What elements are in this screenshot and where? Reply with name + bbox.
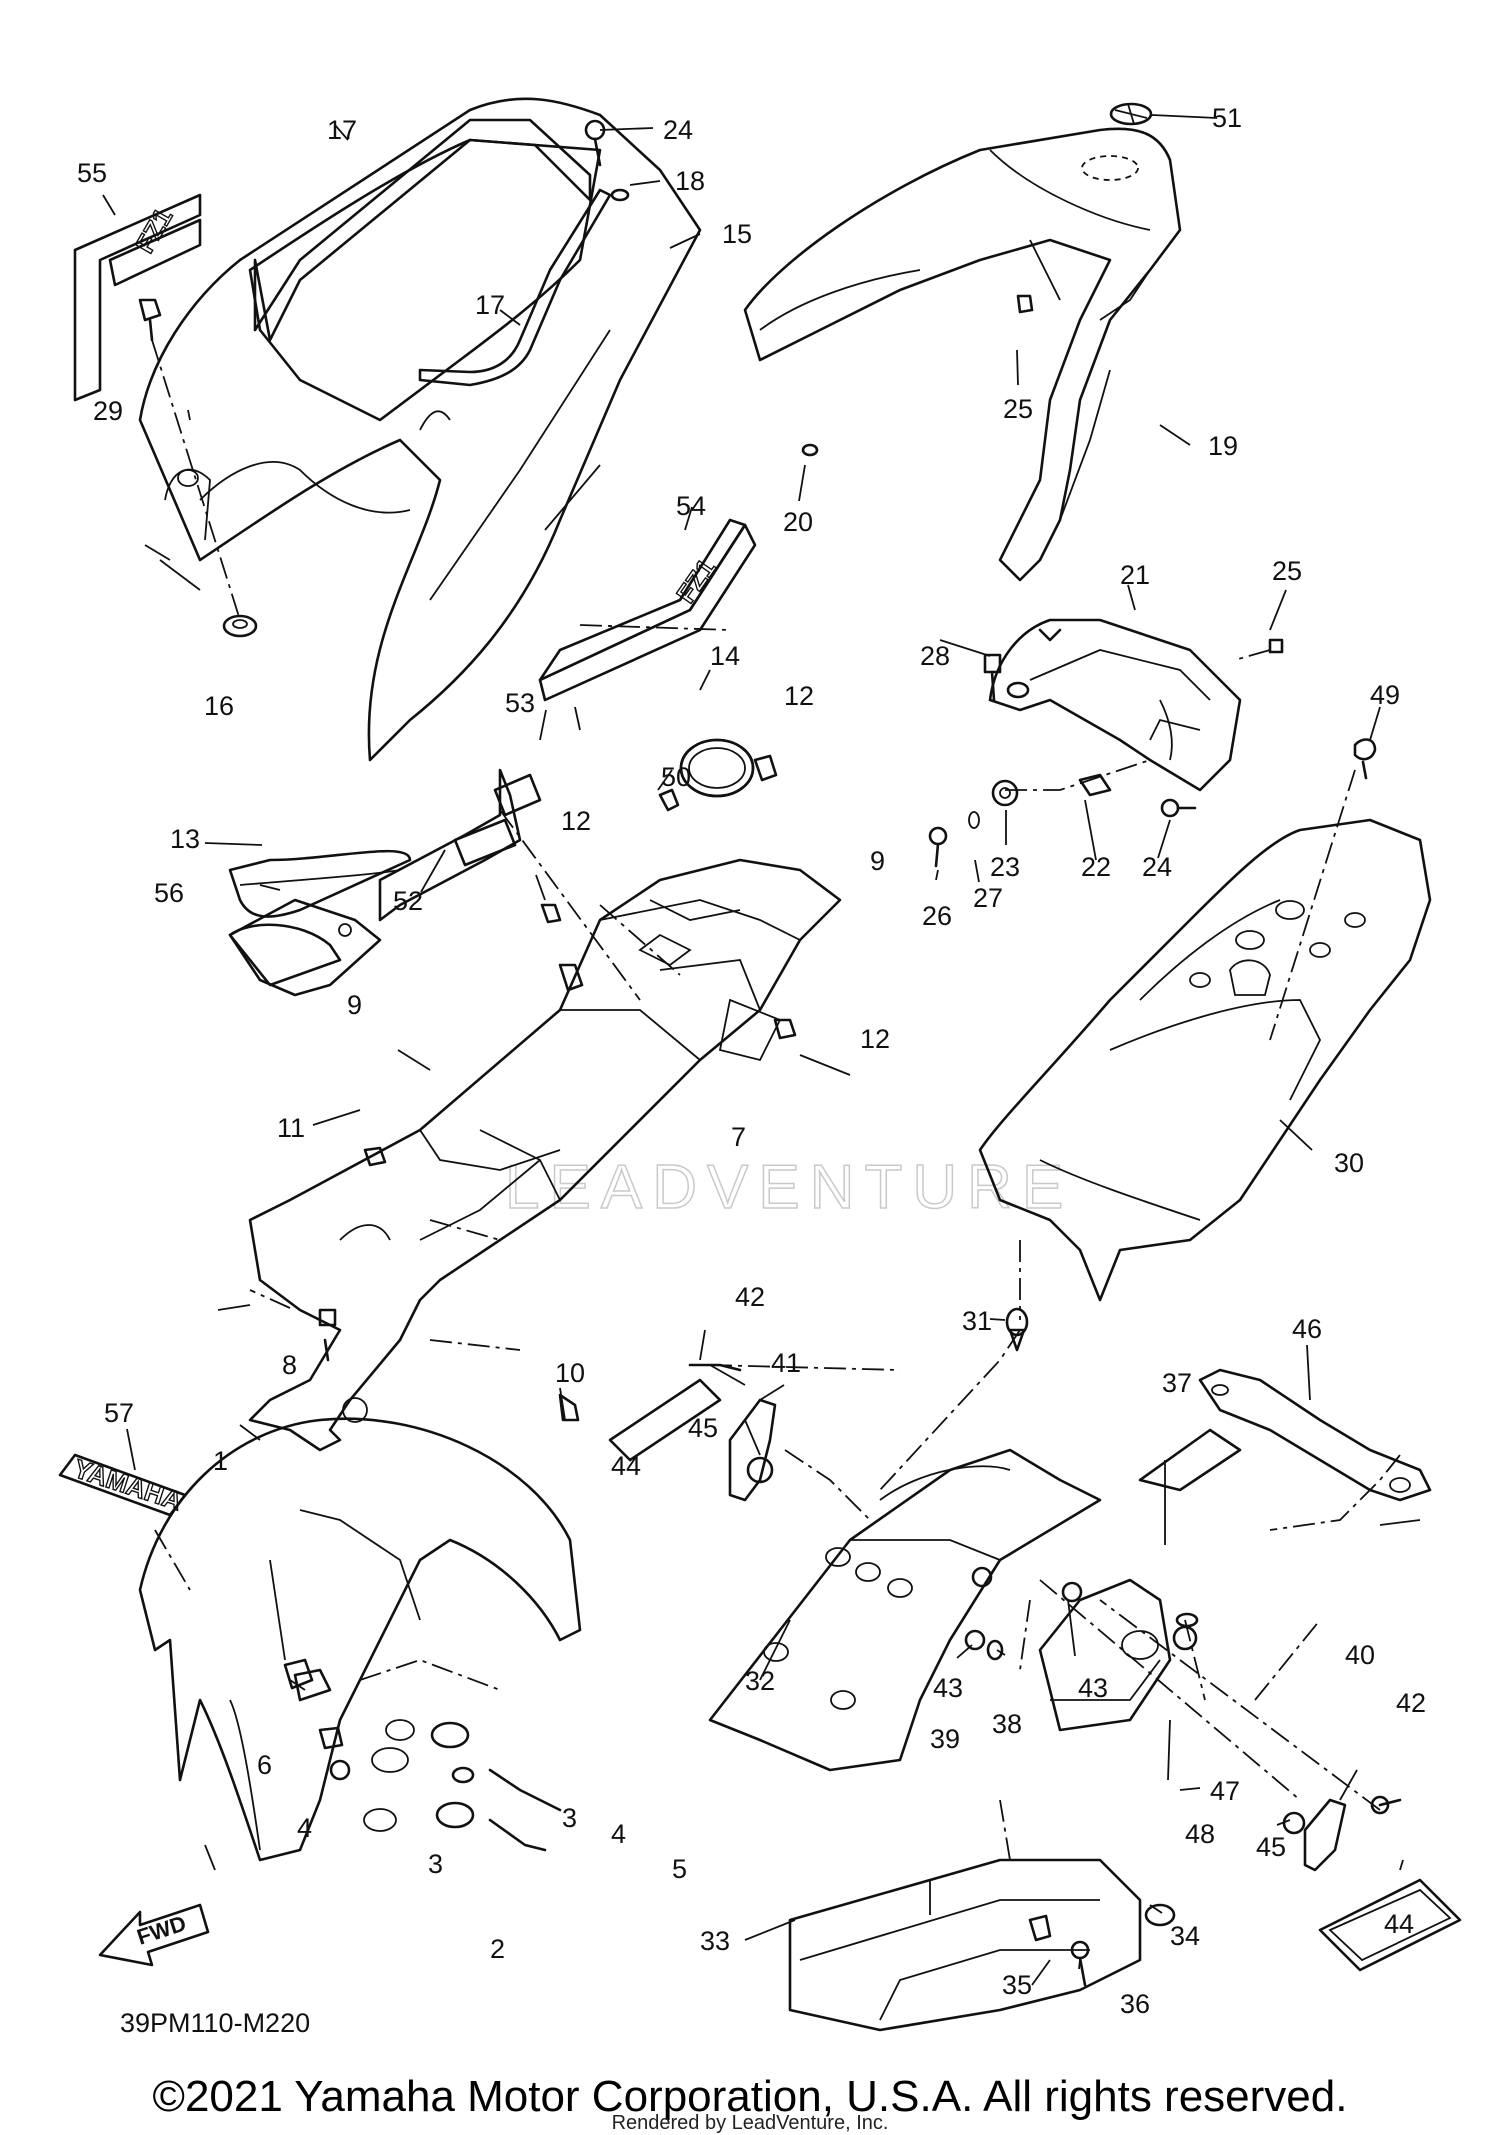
part-front-fender xyxy=(138,1417,582,1862)
callout-31: 31 xyxy=(962,1306,992,1336)
rendered-by-credit: Rendered by LeadVenture, Inc. xyxy=(611,2112,889,2134)
callout-9a: 9 xyxy=(870,846,885,876)
part-seal-strips xyxy=(253,118,612,387)
callout-41: 41 xyxy=(771,1348,801,1378)
callout-17b: 17 xyxy=(475,290,505,320)
part-license-stay xyxy=(1198,1368,1432,1502)
callout-43b: 43 xyxy=(1078,1673,1108,1703)
callout-9b: 9 xyxy=(347,990,362,1020)
assembly-guide-lines xyxy=(151,339,1401,1861)
callout-44a: 44 xyxy=(611,1451,641,1481)
callout-11: 11 xyxy=(277,1113,305,1143)
callout-34: 34 xyxy=(1170,1921,1200,1951)
callout-21: 21 xyxy=(1120,560,1150,590)
callout-45b: 45 xyxy=(1256,1832,1286,1862)
callout-25b: 25 xyxy=(1272,556,1302,586)
callout-38: 38 xyxy=(992,1709,1022,1739)
callout-28: 28 xyxy=(920,641,950,671)
callout-46: 46 xyxy=(1292,1314,1322,1344)
decal-fz1-text-left: FZ1 xyxy=(129,203,178,258)
callout-leaders xyxy=(102,114,1421,1986)
callout-49: 49 xyxy=(1370,680,1400,710)
part-tail-bracket xyxy=(928,618,1377,868)
callout-12b: 12 xyxy=(561,806,591,836)
callout-4b: 4 xyxy=(611,1819,626,1849)
part-reflector-stays xyxy=(728,1398,1347,1872)
callout-30: 30 xyxy=(1334,1148,1364,1178)
callout-4a: 4 xyxy=(297,1813,312,1843)
callout-56: 56 xyxy=(154,878,184,908)
callout-10: 10 xyxy=(555,1358,585,1388)
callout-17a: 17 xyxy=(327,115,357,145)
callout-23: 23 xyxy=(990,852,1020,882)
watermark-text: LEADVENTURE xyxy=(505,1153,1073,1222)
callout-26: 26 xyxy=(922,901,952,931)
callout-42b: 42 xyxy=(1396,1688,1426,1718)
callout-45a: 45 xyxy=(688,1413,718,1443)
part-decal-left: FZ1 xyxy=(73,193,202,402)
callout-24b: 24 xyxy=(663,115,693,145)
callout-43a: 43 xyxy=(933,1673,963,1703)
callout-25a: 25 xyxy=(1003,394,1033,424)
callout-50: 50 xyxy=(661,762,691,792)
callout-20: 20 xyxy=(783,507,813,537)
part-decal-right: FZ1 xyxy=(538,518,757,702)
fwd-label: FWD xyxy=(134,1910,189,1949)
callout-19: 19 xyxy=(1208,431,1238,461)
part-decal-yamaha: YAMAHA xyxy=(58,1452,187,1517)
callout-35: 35 xyxy=(1002,1970,1032,2000)
callout-12c: 12 xyxy=(860,1024,890,1054)
part-front-fender-fasteners xyxy=(283,1658,562,1852)
callout-36: 36 xyxy=(1120,1989,1150,2019)
callout-15: 15 xyxy=(722,219,752,249)
callout-3a: 3 xyxy=(562,1803,577,1833)
callout-27: 27 xyxy=(973,883,1003,913)
callout-29: 29 xyxy=(93,396,123,426)
part-cover-56 xyxy=(228,898,382,997)
part-misc-small xyxy=(453,738,755,867)
part-undertray xyxy=(978,818,1432,1352)
part-side-cover xyxy=(138,97,702,762)
callout-18: 18 xyxy=(675,166,705,196)
callout-53: 53 xyxy=(505,688,535,718)
callout-24a: 24 xyxy=(1142,852,1172,882)
callout-39: 39 xyxy=(930,1724,960,1754)
callout-14: 14 xyxy=(710,641,740,671)
callout-51: 51 xyxy=(1212,103,1242,133)
callout-16: 16 xyxy=(204,691,234,721)
callout-52: 52 xyxy=(393,886,423,916)
callout-12a: 12 xyxy=(784,681,814,711)
part-lower-fasteners xyxy=(688,1363,1402,1987)
diagram-code: 39PM110-M220 xyxy=(120,2008,310,2038)
callout-3b: 3 xyxy=(428,1849,443,1879)
callout-40: 40 xyxy=(1345,1640,1375,1670)
callout-2: 2 xyxy=(490,1934,505,1964)
callout-5: 5 xyxy=(672,1854,687,1884)
part-rear-fender xyxy=(228,738,842,1452)
decal-yamaha-text: YAMAHA xyxy=(70,1453,186,1516)
part-reflectors xyxy=(608,1378,1462,1972)
callout-8: 8 xyxy=(282,1350,297,1380)
callout-44b: 44 xyxy=(1384,1909,1414,1939)
callout-47: 47 xyxy=(1210,1776,1240,1806)
part-tail-cover xyxy=(743,102,1182,582)
copyright-notice: ©2021 Yamaha Motor Corporation, U.S.A. A… xyxy=(152,2072,1348,2121)
callout-6: 6 xyxy=(257,1750,272,1780)
callout-48: 48 xyxy=(1185,1819,1215,1849)
callout-32: 32 xyxy=(745,1666,775,1696)
part-small-fasteners-top xyxy=(138,119,630,638)
callout-37: 37 xyxy=(1162,1368,1192,1398)
callout-54: 54 xyxy=(676,491,706,521)
callout-7: 7 xyxy=(731,1122,746,1152)
callout-42a: 42 xyxy=(735,1282,765,1312)
callout-57: 57 xyxy=(104,1398,134,1428)
callout-55: 55 xyxy=(77,158,107,188)
callout-1: 1 xyxy=(213,1446,228,1476)
callout-labels: 1 2 3 3 4 4 5 6 7 8 9 9 10 11 12 12 12 1… xyxy=(77,103,1426,2019)
fwd-arrow-icon: FWD xyxy=(98,1903,210,1967)
callout-22: 22 xyxy=(1081,852,1111,882)
callout-33: 33 xyxy=(700,1926,730,1956)
callout-13: 13 xyxy=(170,824,200,854)
